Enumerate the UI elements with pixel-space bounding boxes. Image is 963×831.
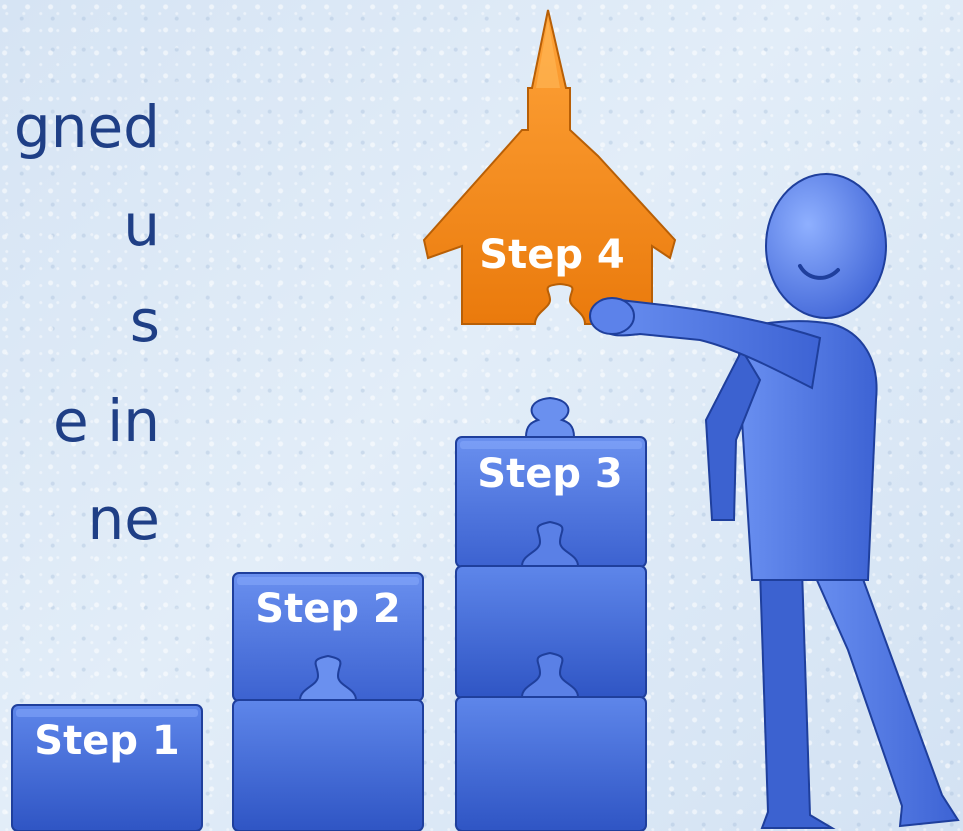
text-line-5: ne [87,485,160,553]
step-1-block: Step 1 [11,704,203,831]
text-line-3: s [129,287,160,355]
step-4-label: Step 4 [479,232,624,278]
text-line-2: u [123,191,160,259]
step-3-column: Step 3 [455,396,647,831]
slide-body-text: gned u s e in ne [0,0,170,600]
step-2-column: Step 2 [232,572,424,831]
step-4-house: Step 4 [422,9,677,325]
text-line-4: e in [53,387,160,455]
text-line-1: gned [13,93,160,161]
step-3-label: Step 3 [477,451,622,497]
person-figure-icon [589,173,960,829]
step-2-label: Step 2 [255,586,400,632]
step-1-label: Step 1 [34,718,179,764]
